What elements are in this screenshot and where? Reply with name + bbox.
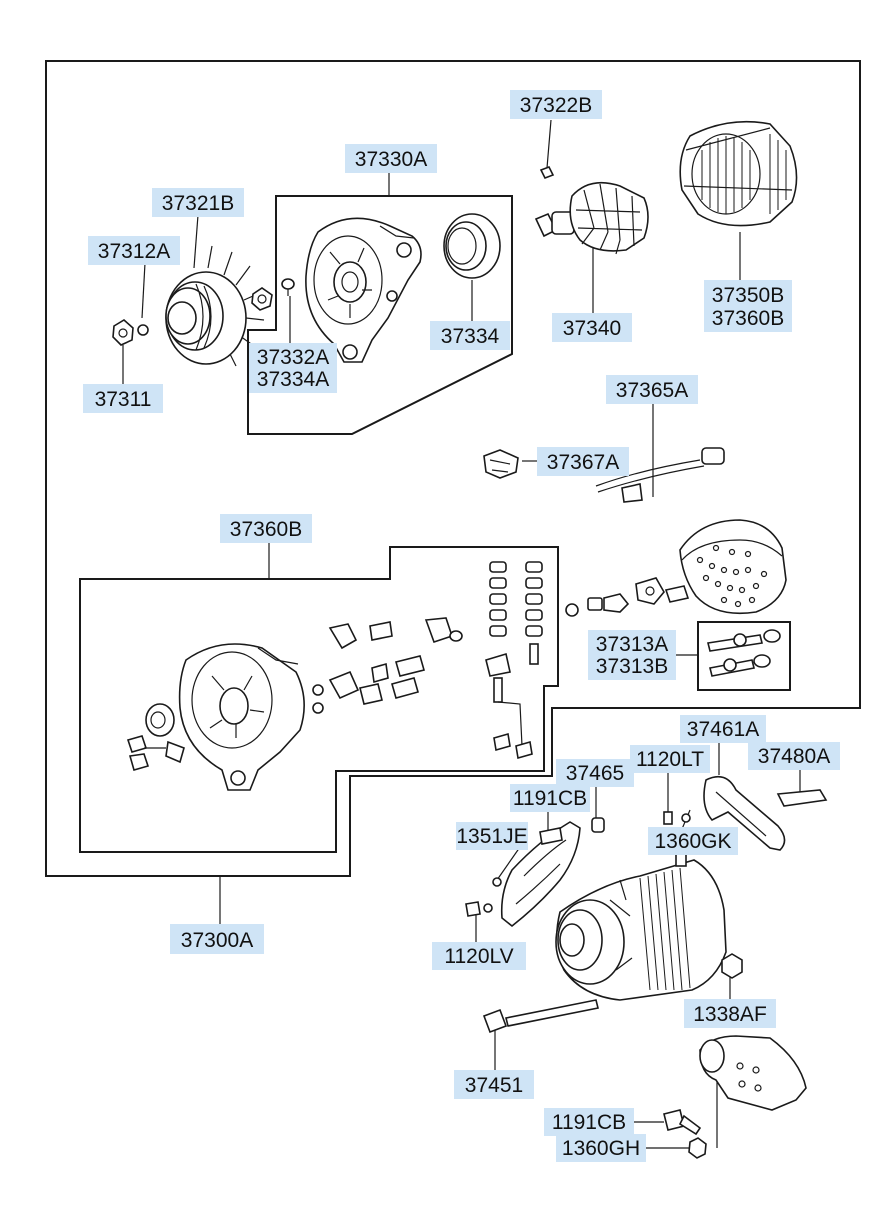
svg-text:37312A: 37312A bbox=[98, 240, 170, 263]
label-1360GK[interactable]: 1360GK bbox=[648, 827, 738, 855]
svg-text:37334A: 37334A bbox=[257, 368, 329, 391]
nut-icon bbox=[112, 319, 149, 346]
label-37312A[interactable]: 37312A bbox=[88, 236, 180, 265]
screws-icon bbox=[707, 629, 781, 677]
lower-bolt-icon bbox=[663, 1109, 707, 1159]
label-1338AF[interactable]: 1338AF bbox=[684, 999, 776, 1028]
label-1351JE[interactable]: 1351JE bbox=[456, 822, 528, 850]
label-37340[interactable]: 37340 bbox=[552, 313, 632, 342]
terminal-parts-icon bbox=[565, 577, 690, 617]
label-37322B[interactable]: 37322B bbox=[510, 90, 602, 119]
leader-lines bbox=[122, 119, 801, 1149]
front-housing-icon bbox=[305, 217, 422, 363]
label-1360GH[interactable]: 1360GH bbox=[556, 1134, 646, 1162]
svg-text:37367A: 37367A bbox=[547, 451, 619, 474]
svg-text:37465: 37465 bbox=[566, 762, 624, 785]
svg-text:37365A: 37365A bbox=[616, 379, 688, 402]
label-37367A[interactable]: 37367A bbox=[537, 447, 629, 476]
upper-bracket-icon bbox=[703, 775, 828, 851]
svg-text:37360B: 37360B bbox=[230, 518, 302, 541]
svg-text:37451: 37451 bbox=[465, 1074, 523, 1097]
svg-text:37480A: 37480A bbox=[758, 745, 830, 768]
svg-text:1191CB: 1191CB bbox=[552, 1111, 626, 1134]
svg-text:1360GK: 1360GK bbox=[654, 830, 731, 853]
svg-text:37360B: 37360B bbox=[712, 307, 784, 330]
rotor-icon bbox=[534, 165, 649, 255]
svg-text:37330A: 37330A bbox=[355, 148, 427, 171]
label-1191CB-lower[interactable]: 1191CB bbox=[544, 1108, 634, 1136]
rectifier-stack-icon bbox=[485, 561, 543, 760]
label-37480A[interactable]: 37480A bbox=[748, 742, 840, 770]
label-37465[interactable]: 37465 bbox=[556, 759, 634, 787]
svg-text:1360GH: 1360GH bbox=[562, 1137, 640, 1160]
rear-housing-icon bbox=[178, 643, 305, 791]
svg-text:37340: 37340 bbox=[563, 317, 621, 340]
stator-icon bbox=[679, 120, 798, 227]
svg-text:37322B: 37322B bbox=[520, 94, 592, 117]
svg-text:37313A: 37313A bbox=[596, 633, 668, 656]
front-housing-frame bbox=[247, 195, 513, 435]
label-37451[interactable]: 37451 bbox=[454, 1070, 534, 1099]
bolts-icon bbox=[465, 811, 691, 917]
nut-1338AF-icon bbox=[721, 953, 743, 979]
label-37313A-37313B[interactable]: 37313A 37313B bbox=[588, 630, 676, 680]
svg-text:37461A: 37461A bbox=[687, 718, 759, 741]
part-labels: 37322B 37330A 37321B 37312A 37334 37340 … bbox=[83, 90, 840, 1162]
label-1191CB-upper[interactable]: 1191CB bbox=[510, 784, 590, 812]
svg-text:37321B: 37321B bbox=[162, 192, 234, 215]
outer-frame bbox=[45, 60, 861, 877]
bearing-icon bbox=[145, 703, 175, 737]
rear-cover-icon bbox=[679, 519, 787, 615]
spacer-icon bbox=[251, 287, 273, 311]
label-37321B[interactable]: 37321B bbox=[152, 188, 244, 217]
label-1120LT[interactable]: 1120LT bbox=[630, 745, 710, 773]
label-37311[interactable]: 37311 bbox=[83, 384, 163, 413]
wire-harness-icon bbox=[483, 447, 725, 503]
svg-text:1338AF: 1338AF bbox=[693, 1003, 767, 1026]
label-37350B-37360B[interactable]: 37350B 37360B bbox=[704, 280, 792, 332]
label-1120LV[interactable]: 1120LV bbox=[432, 942, 526, 970]
svg-text:1120LT: 1120LT bbox=[636, 748, 704, 771]
screw-box bbox=[697, 621, 791, 691]
label-37360B[interactable]: 37360B bbox=[220, 514, 312, 543]
svg-text:37300A: 37300A bbox=[181, 929, 253, 952]
rear-housing-frame bbox=[79, 546, 559, 853]
svg-text:1351JE: 1351JE bbox=[456, 825, 527, 848]
oil-seal-icon bbox=[443, 213, 501, 279]
svg-text:1191CB: 1191CB bbox=[513, 787, 587, 810]
svg-text:37313B: 37313B bbox=[596, 655, 668, 678]
label-37330A[interactable]: 37330A bbox=[345, 144, 437, 173]
label-37332A-37334A[interactable]: 37332A 37334A bbox=[249, 343, 337, 393]
svg-text:37332A: 37332A bbox=[257, 346, 329, 369]
label-37300A[interactable]: 37300A bbox=[170, 924, 264, 954]
alternator-assembly-icon bbox=[555, 851, 727, 1001]
screw-icon bbox=[281, 278, 295, 296]
brush-holder-parts-icon bbox=[126, 617, 463, 771]
svg-text:37311: 37311 bbox=[95, 388, 152, 411]
svg-text:37334: 37334 bbox=[441, 325, 500, 348]
pulley-icon bbox=[165, 245, 265, 367]
svg-text:1120LV: 1120LV bbox=[444, 945, 513, 968]
svg-text:37350B: 37350B bbox=[712, 284, 784, 307]
label-37365A[interactable]: 37365A bbox=[606, 375, 698, 404]
long-bolt-icon bbox=[482, 999, 599, 1034]
mounting-bracket-icon bbox=[699, 1035, 807, 1111]
label-37334[interactable]: 37334 bbox=[430, 321, 510, 350]
label-37461A[interactable]: 37461A bbox=[680, 715, 766, 743]
